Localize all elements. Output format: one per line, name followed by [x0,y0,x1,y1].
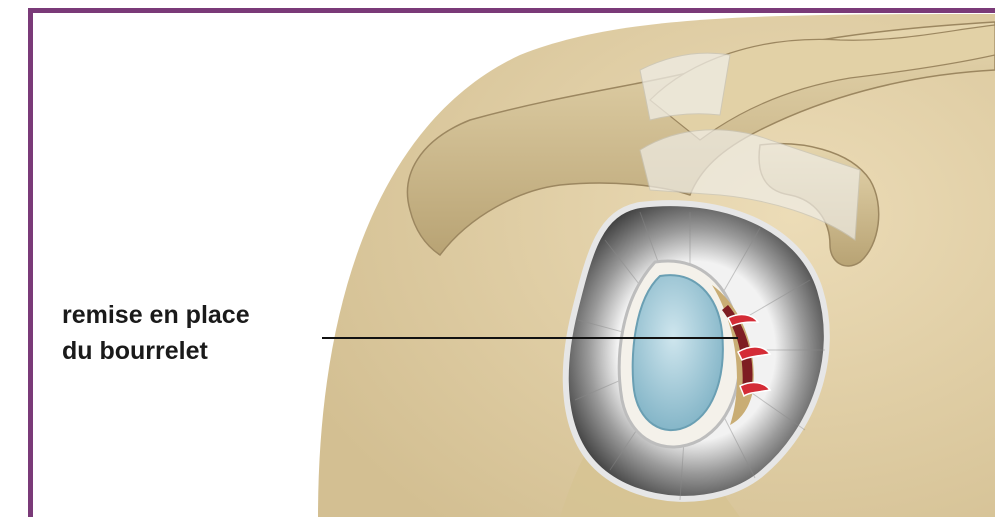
annotation-label: remise en place du bourrelet [62,297,250,369]
frame-top-border [28,8,995,13]
annotation-line-2: du bourrelet [62,333,250,369]
glenoid-cartilage [633,275,723,430]
frame-left-border [28,8,33,517]
annotation-line-1: remise en place [62,297,250,333]
